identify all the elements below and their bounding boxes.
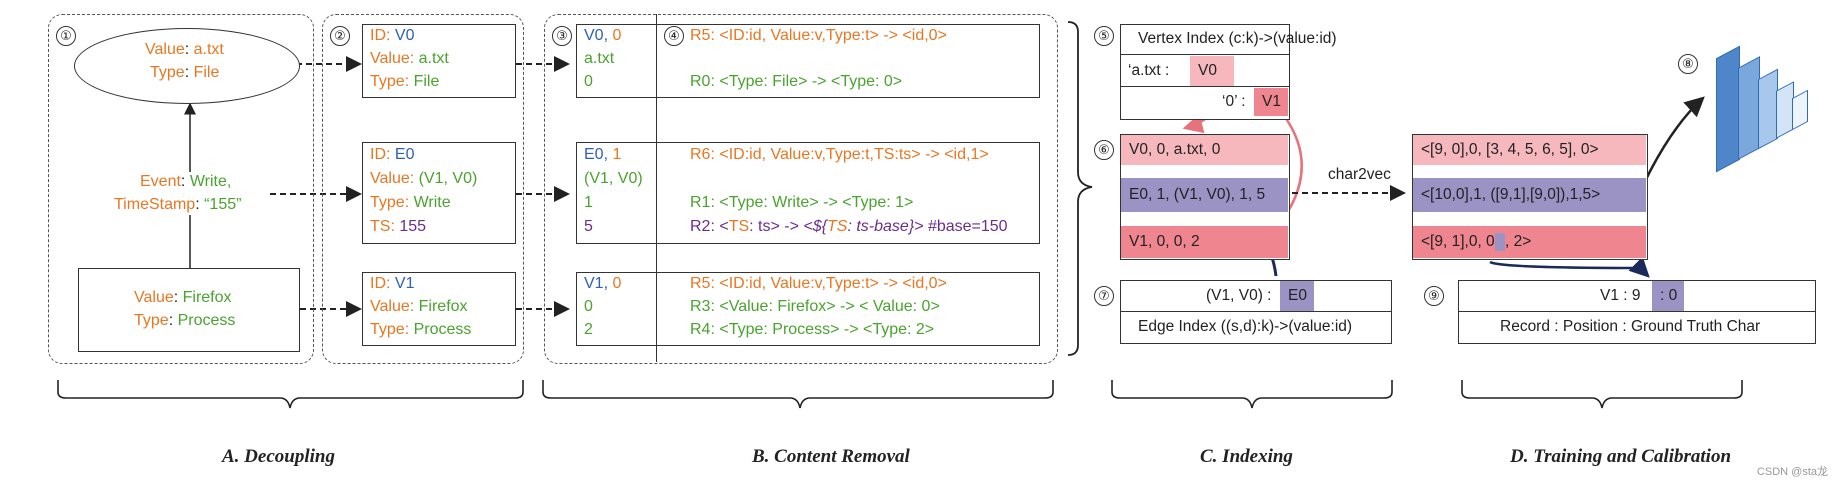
e0-id-line: ID: E0 [370, 146, 415, 163]
vertex-row2-key: ‘0’ : [1222, 93, 1246, 110]
rule-r2: R2: <TS: ts> -> <${TS: ts-base}> #base=1… [690, 218, 1008, 235]
e0-removed-box [576, 142, 1040, 244]
brace-b [542, 380, 1054, 409]
v0-id-line: ID: V0 [370, 27, 415, 44]
step-1-marker: ① [56, 26, 76, 46]
e0-ts-line: TS: 155 [370, 218, 427, 235]
to-position-arrow [1489, 256, 1650, 278]
rule-r6: R6: <ID:id, Value:v,Type:t,TS:ts> -> <id… [690, 146, 989, 163]
process-value-line: Value: Firefox [134, 289, 232, 306]
watermark: CSDN @sta龙 [1756, 466, 1828, 478]
event-line: Event: Write, [140, 173, 232, 190]
v1-value-line: Value: Firefox [370, 298, 468, 315]
record-v0: V0, 0, a.txt, 0 [1121, 135, 1288, 165]
v0-value-line: Value: a.txt [370, 50, 449, 67]
v1-removed-l1: V1, 0 [584, 275, 622, 292]
e0-removed-l3: 1 [584, 194, 593, 211]
step-4-marker: ④ [664, 26, 684, 46]
right-brace [1067, 21, 1093, 356]
e0-removed-l2: (V1, V0) [584, 170, 643, 187]
rule-r3: R3: <Value: Firefox> -> < Value: 0> [690, 298, 940, 315]
v0-removed-l3: 0 [584, 73, 593, 90]
process-vertex-box [78, 268, 300, 352]
v0-type-line: Type: File [370, 73, 440, 90]
vertex-index-sep1 [1120, 54, 1290, 55]
position-title: Record : Position : Ground Truth Char [1500, 318, 1761, 335]
vertex-row1-key: ‘a.txt : [1128, 62, 1170, 79]
file-value-line: Value: a.txt [145, 41, 224, 58]
removal-divider [656, 14, 657, 362]
record-e0: E0, 1, (V1, V0), 1, 5 [1121, 178, 1288, 212]
file-vertex-ellipse [74, 28, 300, 104]
char2vec-label: char2vec [1328, 166, 1391, 183]
brace-a [57, 380, 524, 409]
v1-removed-l3: 2 [584, 321, 593, 338]
content-removal-region [544, 14, 1058, 364]
v1-removed-box [576, 272, 1040, 346]
record-v1: V1, 0, 0, 2 [1121, 226, 1288, 258]
edge-index-title: Edge Index ((s,d):k)->(value:id) [1138, 318, 1353, 335]
caption-decoupling: A. Decoupling [222, 446, 335, 467]
step-5-marker: ⑤ [1094, 26, 1114, 46]
v0-removed-l1: V0, 0 [584, 27, 622, 44]
step-7-marker: ⑦ [1094, 286, 1114, 306]
position-char: : 0 [1652, 281, 1684, 311]
brace-d [1461, 380, 1743, 409]
edge-index-val: E0 [1280, 281, 1314, 311]
e0-removed-l1: E0, 1 [584, 146, 622, 163]
step-2-marker: ② [330, 26, 350, 46]
vertex-row2-val: V1 [1254, 88, 1288, 116]
caption-indexing: C. Indexing [1200, 446, 1293, 467]
e0-value-line: Value: (V1, V0) [370, 170, 478, 187]
brace-c [1111, 380, 1393, 409]
vertex-index-sep2 [1120, 86, 1290, 87]
vector-v1: <[9, 1],0, 0 , 2> [1413, 226, 1646, 258]
edge-index-key: (V1, V0) : [1206, 287, 1272, 304]
rule-r4: R4: <Type: Process> -> <Type: 2> [690, 321, 935, 338]
vector-e0: <[10,0],1, ([9,1],[9,0]),1,5> [1413, 178, 1646, 212]
position-record: V1 : 9 [1600, 287, 1641, 304]
rule-r5-a: R5: <ID:id, Value:v,Type:t> -> <id,0> [690, 27, 947, 44]
v1-record-box [362, 272, 516, 346]
vertex-index-title: Vertex Index (c:k)->(value:id) [1138, 30, 1337, 47]
rule-r0: R0: <Type: File> -> <Type: 0> [690, 73, 903, 90]
v1-type-line: Type: Process [370, 321, 472, 338]
rule-r5-b: R5: <ID:id, Value:v,Type:t> -> <id,0> [690, 275, 947, 292]
decoupled-region [322, 14, 524, 364]
position-sep [1458, 311, 1816, 312]
timestamp-line: TimeStamp: “155” [114, 196, 242, 213]
edge-index-sep [1120, 311, 1392, 312]
e0-type-line: Type: Write [370, 194, 451, 211]
position-table [1458, 280, 1816, 344]
process-type-line: Type: Process [134, 312, 236, 329]
v1-removed-l2: 0 [584, 298, 593, 315]
e0-record-box [362, 142, 516, 244]
rule-r1: R1: <Type: Write> -> <Type: 1> [690, 194, 914, 211]
caption-content-removal: B. Content Removal [752, 446, 910, 467]
step-6-marker: ⑥ [1094, 140, 1114, 160]
vertex-row1-val: V0 [1190, 56, 1234, 86]
file-type-line: Type: File [150, 64, 220, 81]
vector-v0: <[9, 0],0, [3, 4, 5, 6, 5], 0> [1413, 135, 1646, 165]
caption-training: D. Training and Calibration [1510, 446, 1732, 467]
e0-removed-l4: 5 [584, 218, 593, 235]
graph-region [48, 14, 314, 364]
step-8-marker: ⑧ [1678, 54, 1698, 74]
step-3-marker: ③ [552, 26, 572, 46]
step-9-marker: ⑨ [1424, 286, 1444, 306]
v1-id-line: ID: V1 [370, 275, 415, 292]
v0-removed-l2: a.txt [584, 50, 615, 67]
v0-removed-box [576, 24, 1040, 98]
edge-index-table [1120, 280, 1392, 344]
v0-record-box [362, 24, 516, 98]
